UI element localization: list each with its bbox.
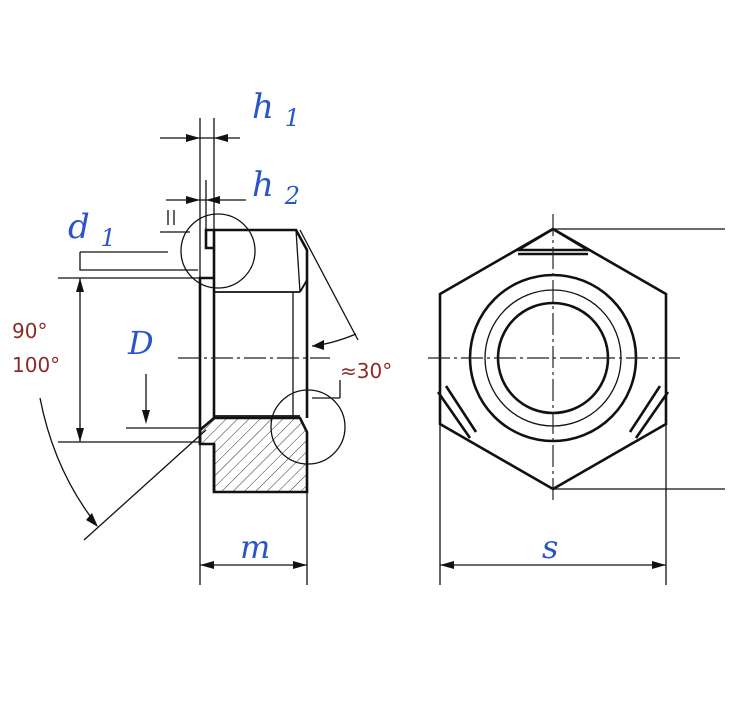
detail-circle-top xyxy=(180,213,256,289)
nut-body-outline xyxy=(214,228,309,418)
h1-arrow-right xyxy=(214,134,228,142)
weld-projection-left xyxy=(436,391,472,439)
labels: h 1 h 2 d 1 D m s 90° 100° ≈30° xyxy=(12,87,558,566)
label-s: s xyxy=(542,528,558,566)
s-arrow-left xyxy=(440,561,454,569)
chamfer-line xyxy=(295,229,301,293)
label-d1: d 1 xyxy=(68,207,116,252)
h2-arrow-right xyxy=(206,196,220,204)
s-arrow-right xyxy=(652,561,666,569)
section-hatch xyxy=(198,416,309,494)
label-h1-text: h xyxy=(252,87,274,127)
chamfer-ext xyxy=(299,229,359,341)
side-view xyxy=(160,210,346,494)
label-h2-text: h xyxy=(252,165,274,205)
D-small-arrow xyxy=(142,410,150,424)
label-angle-100: 100° xyxy=(12,353,60,377)
label-m: m xyxy=(240,528,270,566)
pilot-flange xyxy=(204,228,214,250)
D-arrow-top xyxy=(76,278,84,292)
hex-edge-chamfer xyxy=(299,279,308,293)
weld-left-line xyxy=(444,385,478,433)
weld-right-line xyxy=(628,385,662,433)
h2-arrow-left xyxy=(186,196,200,204)
D-arrow-bottom xyxy=(76,428,84,442)
label-chamfer-angle: ≈30° xyxy=(340,359,392,383)
weld-projection-right xyxy=(634,391,670,439)
m-arrow-right xyxy=(293,561,307,569)
chamfer-arrow xyxy=(312,340,324,350)
front-view xyxy=(428,214,725,585)
m-arrow-left xyxy=(200,561,214,569)
d1-leader xyxy=(79,252,198,271)
label-d1-text: d xyxy=(68,207,90,247)
label-D: D xyxy=(127,324,154,362)
dimensions-side xyxy=(39,118,359,585)
angle-arrow xyxy=(86,513,98,527)
angle-leg xyxy=(83,429,207,541)
detail-circle-bottom xyxy=(270,389,346,465)
label-angle-90: 90° xyxy=(12,319,47,343)
label-h1: h 1 xyxy=(252,87,300,132)
h1-arrow-left xyxy=(186,134,200,142)
label-h2: h 2 xyxy=(252,165,300,210)
angle-arc xyxy=(39,397,97,525)
